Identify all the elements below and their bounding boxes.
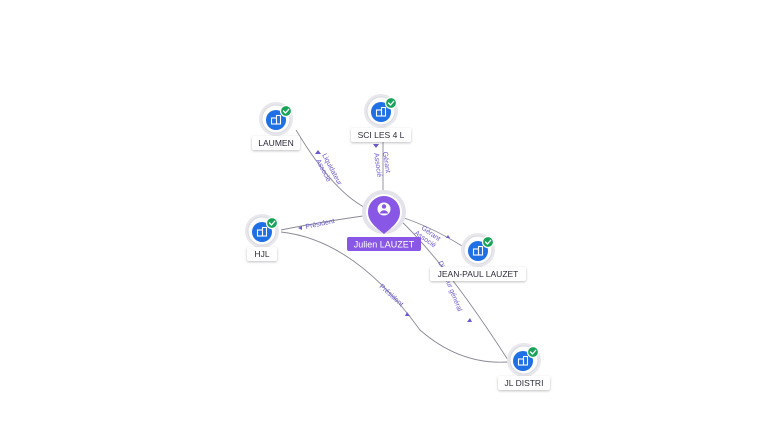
edge-hjl[interactable]: Président [280,214,371,231]
verified-check-icon [384,96,398,110]
company-node-jpl[interactable]: JEAN-PAUL LAUZET [430,233,526,281]
verified-check-icon [279,104,293,118]
building-icon [472,245,484,256]
building-icon [375,106,387,117]
verified-check-icon [265,216,279,230]
building-icon [270,114,282,125]
company-node-jld[interactable]: JL DISTRI [498,343,550,390]
company-node-hjl[interactable]: HJL [245,214,279,261]
edge-sci[interactable]: Gérant Associé [372,140,391,195]
edge-label-sci-1: Gérant [381,151,391,173]
company-label-sci: SCI LES 4 L [358,130,405,140]
building-icon [517,355,529,366]
company-node-sci[interactable]: SCI LES 4 L [351,94,411,142]
company-label-jld: JL DISTRI [505,378,544,388]
verified-check-icon [481,235,495,249]
edge-label-sci-2: Associé [372,153,382,178]
company-node-laumen[interactable]: LAUMEN [252,102,300,150]
edge-label-hjl-jld: Président [378,283,405,308]
building-icon [256,226,268,237]
company-label-laumen: LAUMEN [258,138,293,148]
verified-check-icon [526,345,540,359]
company-label-jpl: JEAN-PAUL LAUZET [438,269,519,279]
edge-laumen[interactable]: Liquidateur Associé [295,129,371,211]
person-name: Julien LAUZET [354,240,415,250]
company-label-hjl: HJL [254,249,269,259]
person-node-center[interactable]: Julien LAUZET [347,190,421,251]
person-icon [377,202,391,216]
edge-label-hjl: Président [305,218,335,231]
